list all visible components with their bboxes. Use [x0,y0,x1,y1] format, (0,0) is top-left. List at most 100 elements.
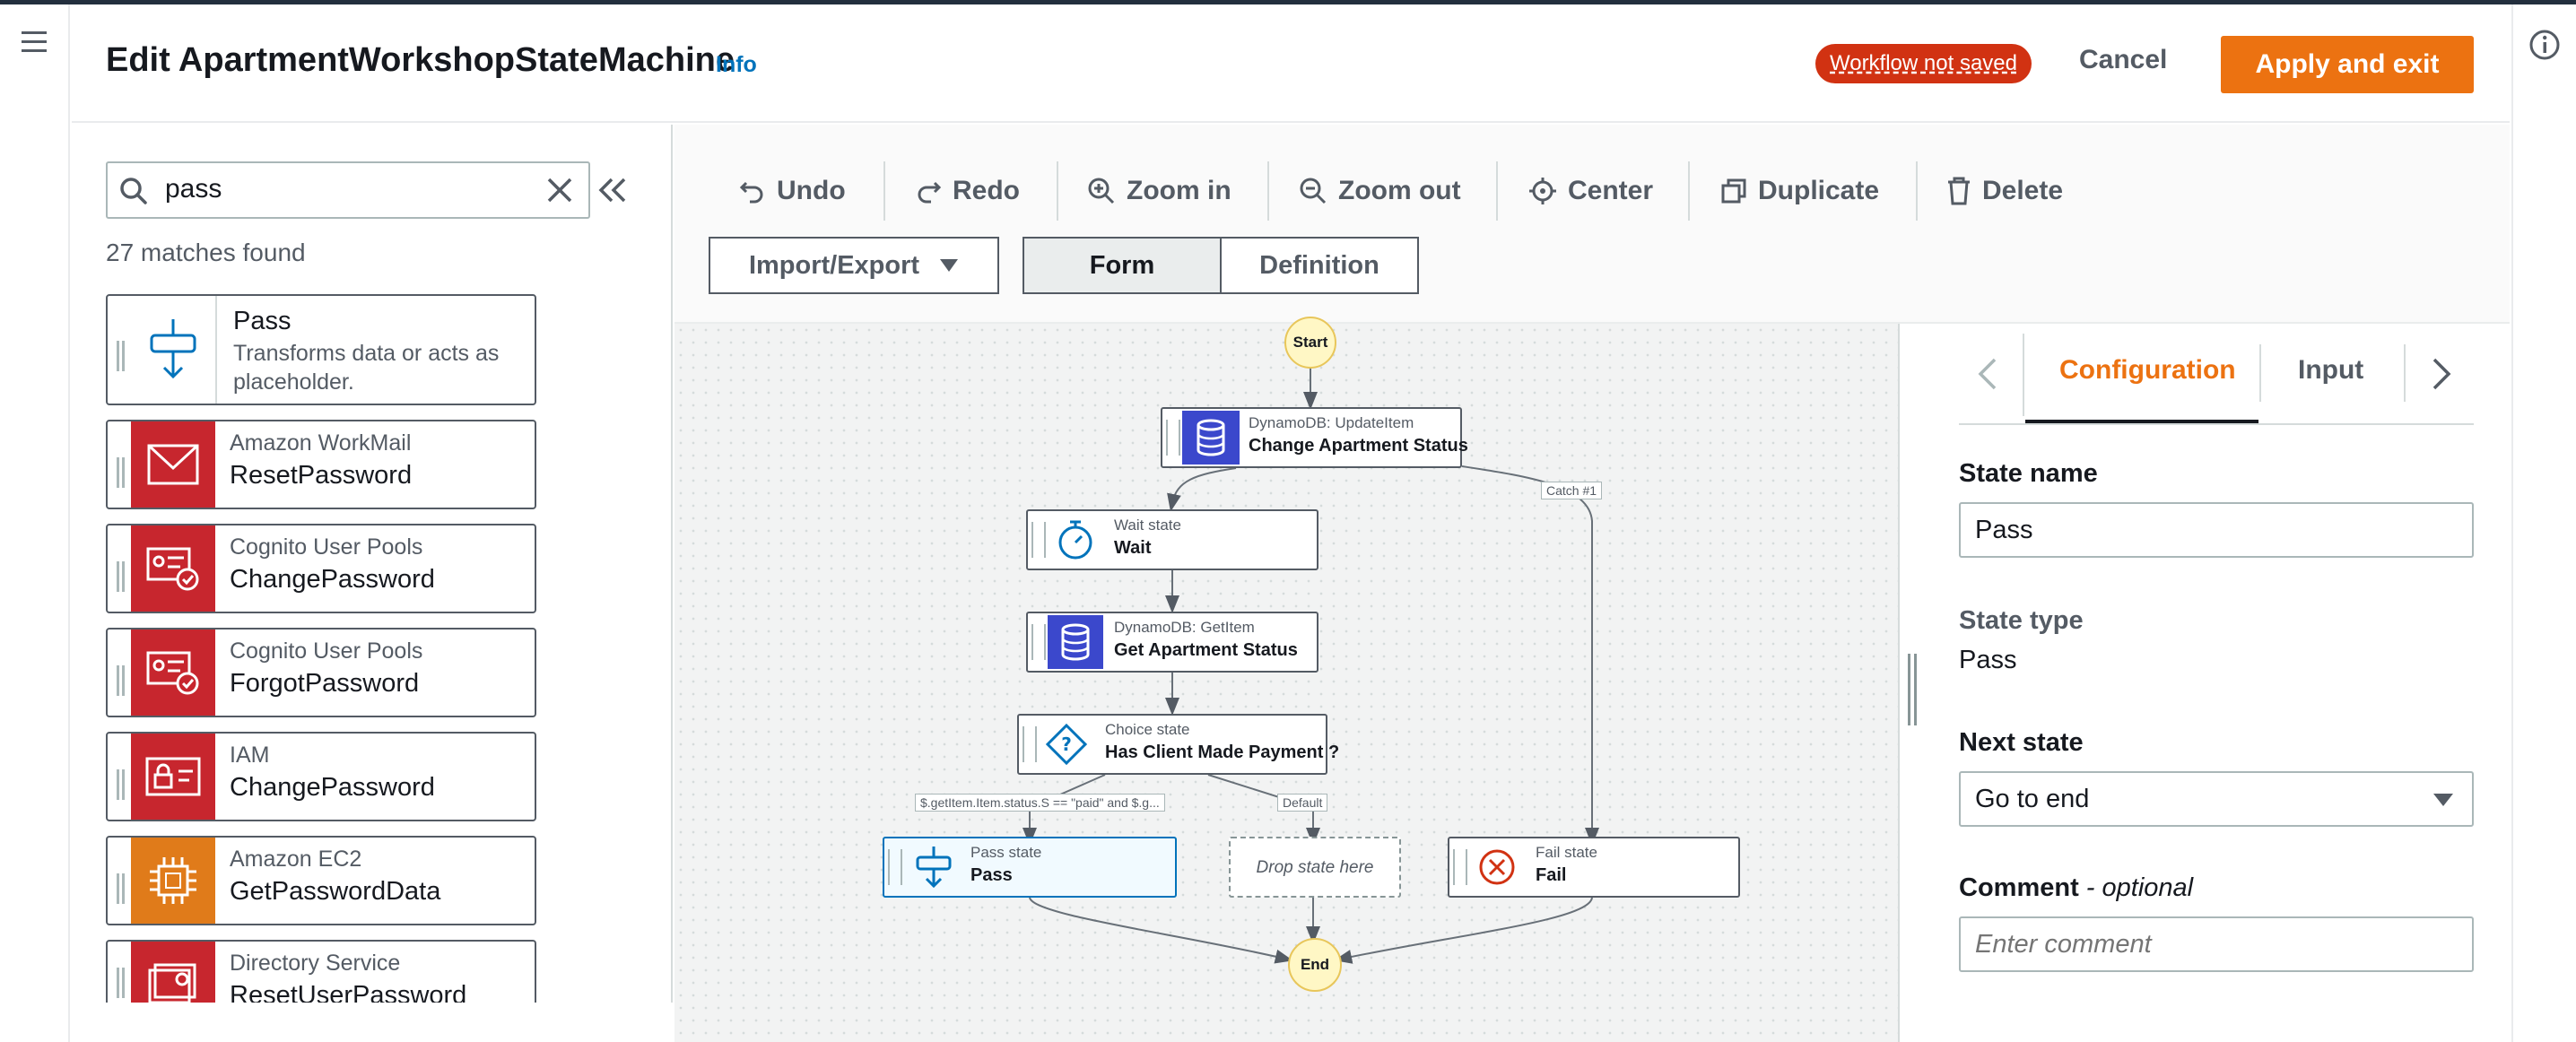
service-name: Directory Service [230,951,401,976]
pass-state-icon [131,296,217,404]
node-name: Get Apartment Status [1114,640,1298,660]
action-name: ChangePassword [230,773,435,802]
search-input[interactable] [106,161,590,219]
action-name: ResetUserPassword [230,981,467,1004]
svg-text:?: ? [1061,734,1072,755]
list-scroll-mask [72,1003,673,1042]
service-name: Cognito User Pools [230,534,423,560]
drag-handle[interactable] [113,942,131,1004]
zoom-out-button[interactable]: Zoom out [1299,169,1461,213]
chevron-left-icon[interactable] [1977,357,1998,391]
choice-icon: ? [1040,718,1092,770]
choice-rule-label[interactable]: $.getItem.Item.status.S == "paid" and $.… [915,794,1165,812]
state-node-choice[interactable]: ? Choice state Has Client Made Payment ? [1017,714,1339,775]
state-name-label: State name [1959,459,2098,488]
drag-handle[interactable] [113,838,131,924]
cancel-button[interactable]: Cancel [2079,45,2168,74]
form-tab[interactable]: Form [1023,237,1222,294]
state-type-value: Pass [1959,646,2017,674]
clear-search-icon[interactable] [545,176,574,204]
delete-label: Delete [1982,176,2064,205]
state-name-input[interactable]: Pass [1959,502,2474,558]
hamburger-menu-icon[interactable] [20,30,48,55]
service-name: Amazon WorkMail [230,430,412,456]
node-type: DynamoDB: UpdateItem [1249,414,1414,431]
state-card-directory-resetuserpassword[interactable]: Directory Service ResetUserPassword [106,940,536,1004]
drop-state-label: Drop state here [1256,858,1374,877]
action-name: GetPasswordData [230,877,441,906]
state-node-pass-selected[interactable]: Pass state Pass [883,837,1177,898]
state-node-wait[interactable]: Wait state Wait [1026,509,1318,570]
drag-handle[interactable] [113,525,131,612]
undo-label: Undo [777,176,846,205]
end-node[interactable]: End [1288,938,1342,992]
state-card-description: Transforms data or acts as placeholder. [233,341,500,395]
iam-icon [131,734,215,820]
collapse-panel-icon[interactable] [597,176,628,204]
redo-button[interactable]: Redo [915,169,1020,213]
ec2-icon [131,838,215,924]
drag-handle[interactable] [113,421,131,508]
node-type: Fail state [1536,844,1597,861]
caret-down-icon [2433,794,2453,806]
duplicate-button[interactable]: Duplicate [1720,169,1879,213]
service-name: Amazon EC2 [230,847,362,872]
panel-resize-handle[interactable] [1898,324,1925,1042]
definition-tab[interactable]: Definition [1220,237,1419,294]
drag-handle[interactable] [113,296,131,404]
comment-label: Comment - optional [1959,873,2193,903]
state-card-workmail-resetpassword[interactable]: Amazon WorkMail ResetPassword [106,420,536,509]
info-link[interactable]: Info [716,52,757,77]
node-type: Pass state [970,844,1042,861]
state-card-title: Pass [233,307,292,335]
toolbar-divider [1057,161,1058,221]
info-circle-icon[interactable] [2528,28,2562,62]
center-button[interactable]: Center [1528,169,1653,213]
drag-handle[interactable] [1166,420,1180,456]
drag-handle[interactable] [113,734,131,820]
drag-handle[interactable] [1031,624,1046,660]
workflow-canvas[interactable]: Start DynamoDB: UpdateItem Change Apartm… [674,317,1898,1042]
cognito-icon [131,630,215,716]
drop-state-placeholder[interactable]: Drop state here [1229,837,1401,898]
active-tab-indicator [2025,420,2258,423]
zoom-in-button[interactable]: Zoom in [1087,169,1231,213]
dynamodb-icon [1182,411,1240,465]
directory-service-icon [131,942,215,1004]
state-node-get-item[interactable]: DynamoDB: GetItem Get Apartment Status [1026,612,1318,673]
node-type: DynamoDB: GetItem [1114,619,1255,636]
comment-input[interactable] [1959,916,2474,972]
drag-handle[interactable] [1031,522,1046,558]
catch-rule-label[interactable]: Catch #1 [1541,482,1603,499]
drag-handle[interactable] [1023,726,1037,762]
undo-button[interactable]: Undo [739,169,846,213]
drag-handle[interactable] [888,849,902,885]
next-state-select[interactable]: Go to end [1959,771,2474,827]
search-value[interactable]: pass [165,174,222,204]
import-export-dropdown[interactable]: Import/Export [709,237,999,294]
unsaved-status-badge[interactable]: Workflow not saved [1815,44,2032,83]
toolbar-divider [883,161,885,221]
page-header [72,4,2510,123]
tab-configuration[interactable]: Configuration [2059,355,2236,385]
state-card-cognito-changepassword[interactable]: Cognito User Pools ChangePassword [106,524,536,613]
top-bar [0,0,2576,4]
tab-input[interactable]: Input [2298,355,2364,385]
node-name: Has Client Made Payment ? [1105,742,1340,762]
drag-handle[interactable] [113,630,131,716]
state-card-cognito-forgotpassword[interactable]: Cognito User Pools ForgotPassword [106,628,536,717]
drag-handle[interactable] [1453,849,1467,885]
action-name: ChangePassword [230,565,435,594]
state-node-update-item[interactable]: DynamoDB: UpdateItem Change Apartment St… [1161,407,1468,468]
action-name: ForgotPassword [230,669,420,698]
state-card-iam-changepassword[interactable]: IAM ChangePassword [106,732,536,821]
chevron-right-icon[interactable] [2431,357,2452,391]
cognito-icon [131,525,215,612]
state-card-ec2-getpassworddata[interactable]: Amazon EC2 GetPasswordData [106,836,536,925]
state-card-pass[interactable]: Pass Transforms data or acts as placehol… [106,294,536,405]
default-rule-label[interactable]: Default [1277,794,1328,812]
delete-button[interactable]: Delete [1946,169,2063,213]
apply-and-exit-button[interactable]: Apply and exit [2221,36,2474,93]
state-node-fail[interactable]: Fail state Fail [1448,837,1740,898]
start-node[interactable]: Start [1284,317,1336,369]
